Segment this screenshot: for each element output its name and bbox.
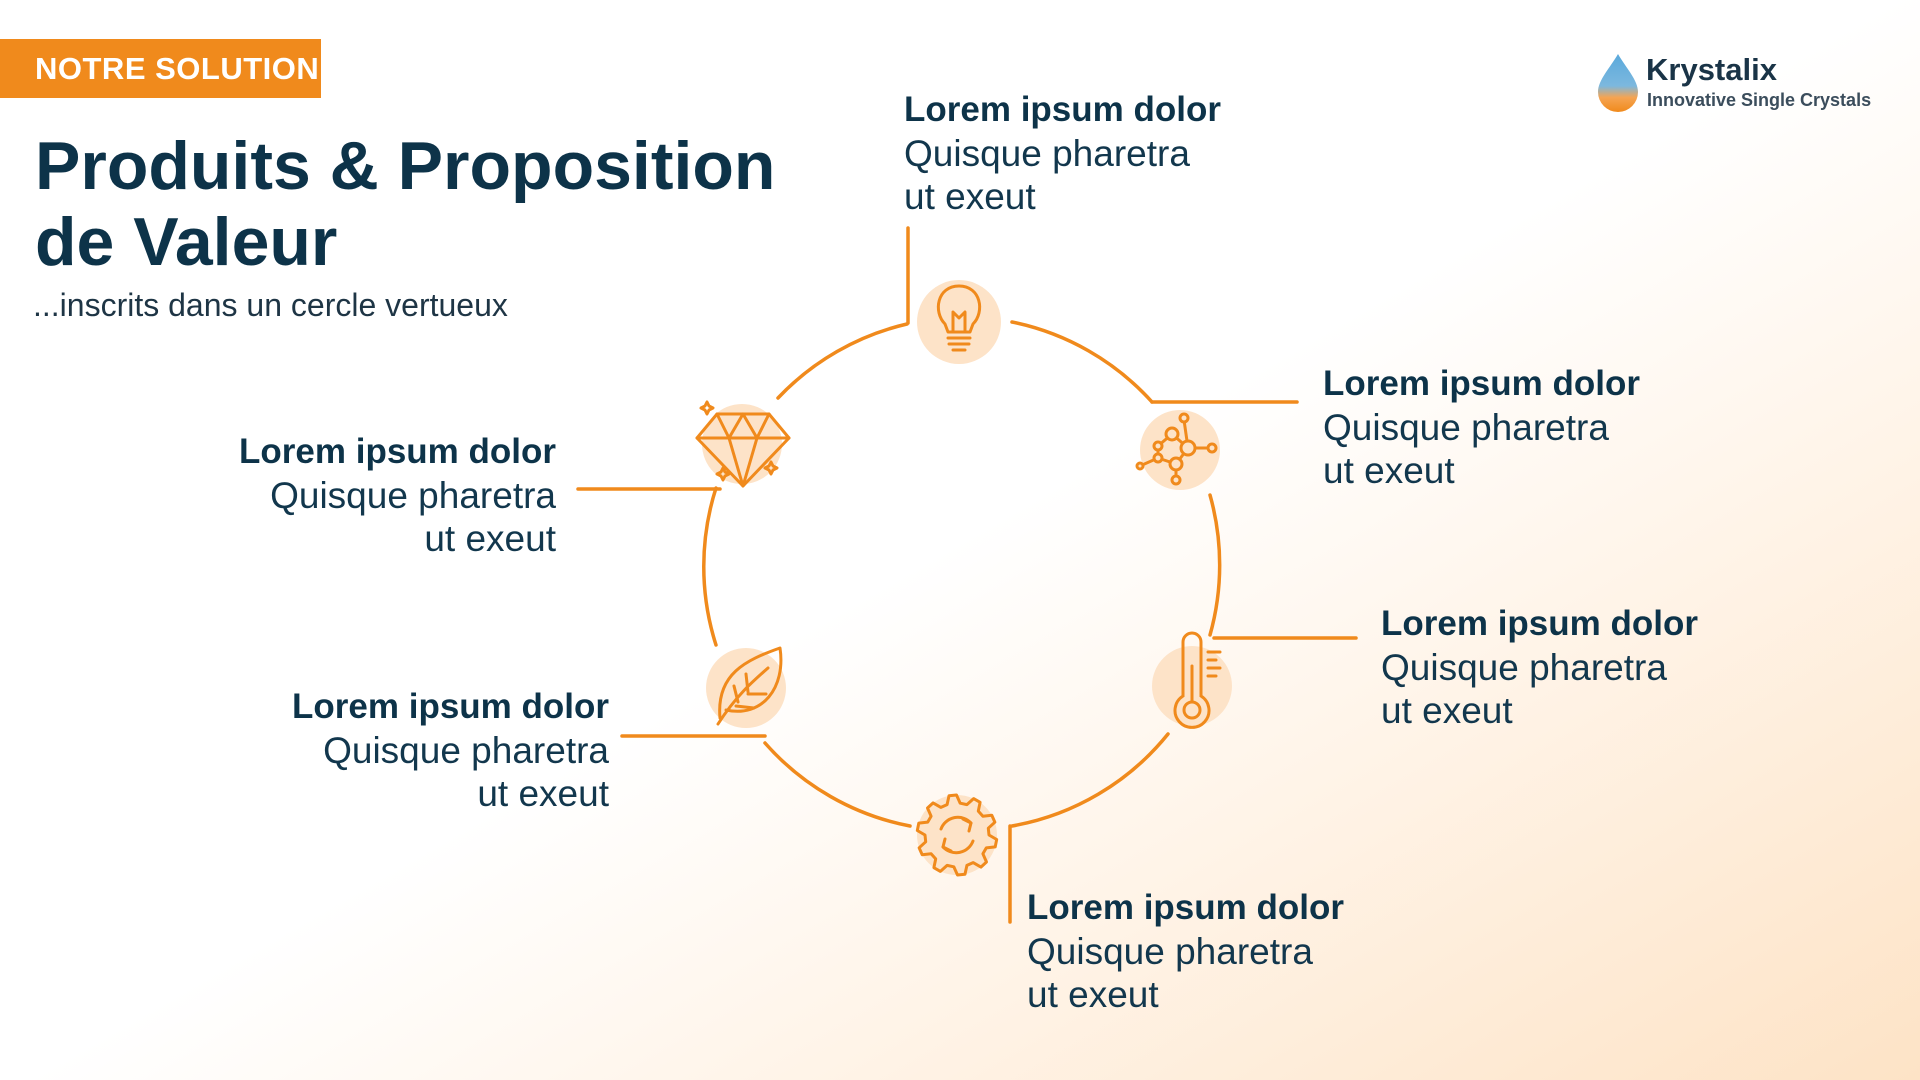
- item-line-2: ut exeut: [1381, 690, 1513, 731]
- item-line-2: ut exeut: [904, 176, 1036, 217]
- item-lower-right: Lorem ipsum dolor Quisque pharetra ut ex…: [1381, 602, 1741, 732]
- item-top: Lorem ipsum dolor Quisque pharetra ut ex…: [904, 88, 1264, 218]
- item-line-1: Quisque pharetra: [323, 730, 609, 771]
- item-line-2: ut exeut: [1323, 450, 1455, 491]
- title-line-2: de Valeur: [35, 204, 338, 280]
- item-line-1: Quisque pharetra: [1027, 931, 1313, 972]
- page-subtitle: ...inscrits dans un cercle vertueux: [33, 287, 508, 323]
- circle-arc-4: [763, 741, 912, 828]
- title-line-1: Produits & Proposition: [35, 128, 776, 204]
- circle-arc-6: [776, 322, 909, 400]
- page-title: Produits & Proposition de Valeur: [35, 128, 775, 280]
- item-upper-right: Lorem ipsum dolor Quisque pharetra ut ex…: [1323, 362, 1683, 492]
- leaf-icon: [716, 646, 783, 726]
- lightbulb-icon: [936, 284, 982, 352]
- circle-arc-1: [1010, 320, 1154, 404]
- item-line-2: ut exeut: [424, 518, 556, 559]
- item-bottom: Lorem ipsum dolor Quisque pharetra ut ex…: [1027, 886, 1387, 1016]
- item-heading: Lorem ipsum dolor: [1381, 604, 1698, 643]
- node-leaf: [706, 646, 786, 728]
- gear-cycle-icon: [915, 793, 999, 877]
- node-thermometer: [1152, 631, 1232, 729]
- item-line-2: ut exeut: [477, 773, 609, 814]
- item-upper-left: Lorem ipsum dolor Quisque pharetra ut ex…: [196, 430, 556, 560]
- thermometer-icon: [1173, 631, 1222, 729]
- section-tag: NOTRE SOLUTION: [0, 39, 321, 98]
- circle-arc-5: [702, 486, 718, 647]
- item-lower-left: Lorem ipsum dolor Quisque pharetra ut ex…: [249, 685, 609, 815]
- item-line-1: Quisque pharetra: [270, 475, 556, 516]
- item-heading: Lorem ipsum dolor: [1323, 364, 1640, 403]
- brand-logo: Krystalix Innovative Single Crystals: [1594, 52, 1894, 116]
- logo-tagline: Innovative Single Crystals: [1647, 90, 1872, 110]
- diamond-icon: [695, 400, 791, 488]
- node-lightbulb: [917, 280, 1001, 364]
- item-line-1: Quisque pharetra: [1323, 407, 1609, 448]
- node-diamond: [695, 400, 791, 488]
- item-line-1: Quisque pharetra: [1381, 647, 1667, 688]
- item-heading: Lorem ipsum dolor: [904, 90, 1221, 129]
- item-line-1: Quisque pharetra: [904, 133, 1190, 174]
- node-gear: [915, 793, 999, 877]
- circle-arc-3: [1010, 732, 1170, 828]
- logo-name: Krystalix: [1646, 52, 1777, 87]
- item-line-2: ut exeut: [1027, 974, 1159, 1015]
- molecule-network-icon: [1135, 412, 1218, 486]
- circle-arc-2: [1208, 493, 1222, 637]
- icon-bg-circle: [917, 795, 997, 875]
- crystal-drop-icon: [1598, 54, 1638, 112]
- item-heading: Lorem ipsum dolor: [239, 432, 556, 471]
- item-heading: Lorem ipsum dolor: [1027, 888, 1344, 927]
- item-heading: Lorem ipsum dolor: [292, 687, 609, 726]
- node-molecule: [1135, 410, 1220, 490]
